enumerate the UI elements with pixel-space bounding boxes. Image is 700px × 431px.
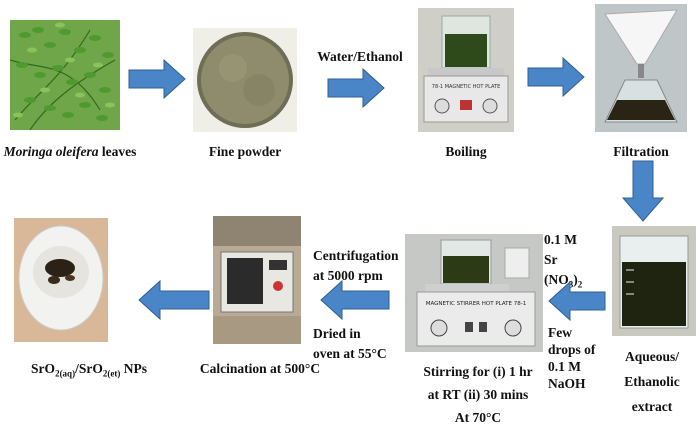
extract-label-line3: extract [631, 399, 673, 414]
naoh-label: Few drops of 0.1 M NaOH [548, 324, 595, 392]
dried-label: Dried in oven at 55°C [313, 324, 387, 364]
calcination-label: Calcination at 500°C [199, 361, 321, 376]
arrow-left-3 [138, 280, 210, 320]
boiling-label: Boiling [445, 144, 487, 159]
moringa-leaves-label: Moringa oleifera leaves [3, 144, 137, 159]
sr-line2: Sr [544, 252, 558, 267]
extract-image [612, 226, 696, 336]
extract-label: Aqueous/ Ethanolic extract [604, 344, 700, 419]
stirring-line1: Stirring for (i) 1 hr [423, 364, 533, 379]
arrow-right-3 [527, 57, 585, 97]
nanoparticles-image [14, 218, 108, 342]
sr-line1: 0.1 M [544, 232, 577, 247]
naoh-line4: NaOH [548, 376, 586, 391]
nanoparticles-label: SrO2(aq)/SrO2(et) NPs [31, 361, 147, 379]
arrow-left-1 [548, 281, 606, 321]
naoh-line1: Few [548, 325, 572, 340]
centri-line1: Centrifugation [313, 248, 399, 263]
magnetic-stirrer-image: MAGNETIC STIRRER HOT PLATE 78-1 [405, 234, 543, 352]
arrow-right-1 [128, 59, 186, 99]
stirrer-plate-text: MAGNETIC STIRRER HOT PLATE 78-1 [426, 301, 526, 307]
moringa-leaves-image [10, 20, 120, 130]
stirring-line2: at RT (ii) 30 mins [427, 387, 529, 402]
extract-label-line1: Aqueous/ [624, 349, 680, 364]
naoh-line3: 0.1 M [548, 359, 581, 374]
arrow-right-2 [327, 68, 385, 108]
arrow-down [622, 160, 664, 222]
extract-label-line2: Ethanolic [624, 374, 680, 389]
arrow-left-2 [320, 280, 390, 320]
centrifugation-label: Centrifugation at 5000 rpm [313, 246, 399, 286]
strontium-nitrate-label: 0.1 M Sr (NO3)2 [544, 230, 582, 295]
dried-line2: oven at 55°C [313, 346, 387, 361]
stirring-line3: At 70°C [454, 410, 502, 425]
centri-line2: at 5000 rpm [313, 268, 383, 283]
filtration-image [595, 4, 687, 132]
naoh-line2: drops of [548, 342, 596, 357]
water-ethanol-label: Water/Ethanol [317, 49, 403, 64]
fine-powder-label: Fine powder [208, 144, 282, 159]
fine-powder-image [193, 28, 297, 132]
stirring-label: Stirring for (i) 1 hr at RT (ii) 30 mins… [418, 360, 538, 429]
boiling-image: 78-1 MAGNETIC HOT PLATE [418, 8, 514, 132]
dried-line1: Dried in [313, 326, 361, 341]
furnace-image [213, 216, 301, 344]
sr-line3: (NO3)2 [544, 272, 583, 290]
hot-plate-text: 78-1 MAGNETIC HOT PLATE [432, 84, 500, 90]
filtration-label: Filtration [613, 144, 669, 159]
